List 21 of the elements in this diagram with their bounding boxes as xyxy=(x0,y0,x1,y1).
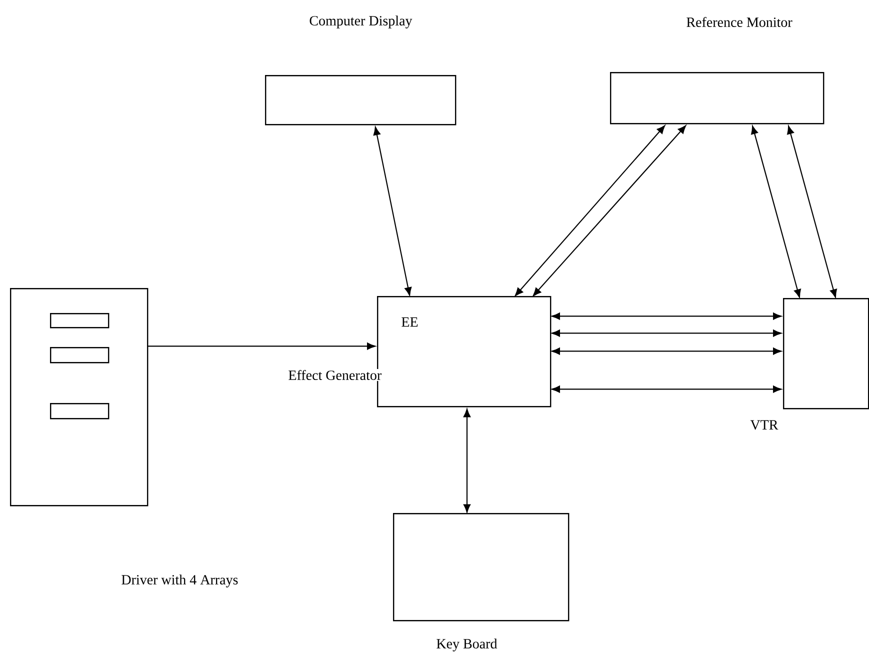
device-label: Key Board xyxy=(436,638,498,652)
device-label: EE xyxy=(402,317,418,327)
arrow xyxy=(552,386,782,393)
array-slot xyxy=(50,313,110,328)
arrow xyxy=(147,342,376,350)
arrow xyxy=(373,126,412,296)
arrow xyxy=(552,348,782,355)
arrow xyxy=(787,126,837,298)
array-slot xyxy=(50,403,110,420)
arrow xyxy=(552,330,782,337)
device-label: Driver with 4 Arrays xyxy=(122,574,238,588)
device-label: Reference Monitor xyxy=(686,17,792,27)
arrow xyxy=(552,312,782,320)
arrow xyxy=(532,125,686,296)
device-label: Computer Display xyxy=(310,16,412,28)
arrow xyxy=(751,126,801,298)
device-label: Effect Generator xyxy=(287,369,383,381)
array-slot xyxy=(50,347,110,364)
arrow xyxy=(463,408,471,513)
device-label: VTR xyxy=(750,420,778,430)
arrow xyxy=(514,125,666,296)
